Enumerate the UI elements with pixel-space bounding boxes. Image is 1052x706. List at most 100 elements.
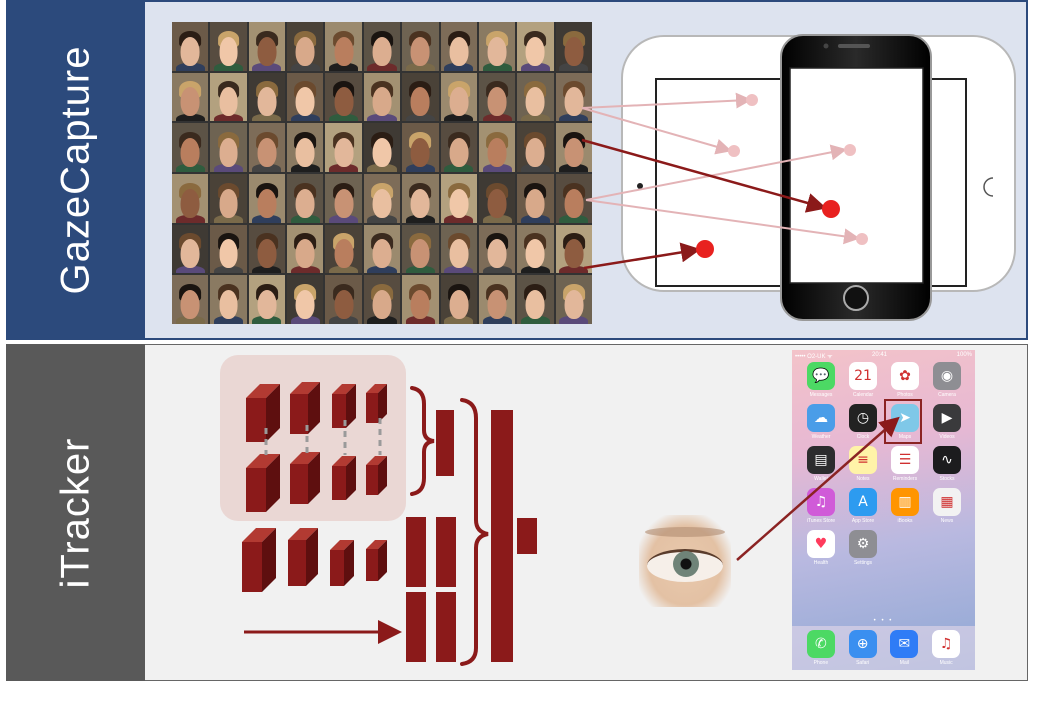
face-shoulders bbox=[559, 62, 589, 71]
app-phone[interactable]: ✆Phone bbox=[800, 630, 842, 666]
face-thumbnail bbox=[555, 174, 592, 223]
app-label: Wallet bbox=[814, 476, 828, 482]
face-shoulders bbox=[482, 164, 512, 172]
app-itunes-store[interactable]: ♫iTunes Store bbox=[800, 488, 842, 524]
face-thumbnail bbox=[248, 224, 286, 274]
face-head bbox=[487, 87, 507, 117]
face-thumbnail bbox=[287, 224, 324, 274]
face-head bbox=[180, 289, 200, 320]
face-thumbnail bbox=[555, 72, 592, 122]
itunes-icon: ♫ bbox=[807, 488, 835, 516]
face-shoulders bbox=[329, 164, 359, 172]
app-photos[interactable]: ✿Photos bbox=[884, 362, 926, 398]
face-shoulders bbox=[290, 62, 320, 71]
app-settings[interactable]: ⚙Settings bbox=[842, 530, 884, 566]
face-shoulders bbox=[405, 214, 435, 223]
face-head bbox=[372, 188, 392, 218]
app-clock[interactable]: ◷Clock bbox=[842, 404, 884, 440]
face-head bbox=[525, 289, 545, 320]
app-label: Camera bbox=[938, 392, 956, 398]
face-thumbnail bbox=[440, 275, 477, 324]
app-mail[interactable]: ✉Mail bbox=[884, 630, 926, 666]
app-label: Calendar bbox=[852, 392, 874, 398]
face-shoulders bbox=[444, 62, 474, 71]
face-shoulders bbox=[252, 214, 282, 223]
face-shoulders bbox=[213, 214, 244, 223]
status-bar: ••••• O2-UK ᯤ 20:41 100% bbox=[792, 351, 975, 361]
face-head bbox=[334, 188, 354, 218]
face-shoulders bbox=[520, 214, 550, 223]
face-thumbnail bbox=[402, 123, 439, 172]
app-messages[interactable]: 💬Messages bbox=[800, 362, 842, 398]
face-thumbnail bbox=[248, 123, 286, 172]
app-label: Weather bbox=[811, 434, 831, 440]
app-label: News bbox=[940, 518, 954, 524]
face-head bbox=[334, 87, 354, 117]
app-music[interactable]: ♫Music bbox=[925, 630, 967, 666]
face-head bbox=[449, 188, 469, 218]
ibooks-icon: ▥ bbox=[891, 488, 919, 516]
face-head bbox=[564, 137, 584, 168]
itracker-label-bar: iTracker bbox=[6, 344, 145, 681]
app-safari[interactable]: ⊕Safari bbox=[842, 630, 884, 666]
face-head bbox=[372, 36, 392, 66]
face-head bbox=[410, 137, 430, 168]
face-thumbnail bbox=[248, 72, 286, 122]
face-thumbnail bbox=[555, 123, 592, 172]
face-shoulders bbox=[559, 113, 589, 122]
app-camera[interactable]: ◉Camera bbox=[926, 362, 968, 398]
app-label: Clock bbox=[856, 434, 870, 440]
face-thumbnail bbox=[363, 224, 401, 274]
face-head bbox=[180, 188, 200, 218]
face-shoulders bbox=[367, 316, 397, 324]
face-head bbox=[487, 188, 507, 218]
face-head bbox=[295, 188, 315, 218]
face-shoulders bbox=[482, 113, 512, 122]
face-thumbnail bbox=[325, 224, 362, 274]
face-thumbnail bbox=[325, 72, 362, 122]
app-reminders[interactable]: ☰Reminders bbox=[884, 446, 926, 482]
face-shoulders bbox=[213, 113, 244, 122]
app-health[interactable]: ♥Health bbox=[800, 530, 842, 566]
face-head bbox=[295, 87, 315, 117]
app-wallet[interactable]: ▤Wallet bbox=[800, 446, 842, 482]
videos-icon: ▶ bbox=[933, 404, 961, 432]
face-shoulders bbox=[213, 265, 244, 274]
face-thumbnail bbox=[210, 275, 247, 324]
face-head bbox=[410, 239, 430, 269]
app-label: Videos bbox=[939, 434, 955, 440]
face-head bbox=[449, 36, 469, 66]
app-label: Maps bbox=[898, 434, 912, 440]
face-thumbnail bbox=[363, 275, 401, 324]
face-thumbnail bbox=[172, 224, 209, 274]
face-shoulders bbox=[175, 62, 205, 71]
face-thumbnail bbox=[478, 224, 516, 274]
app-videos[interactable]: ▶ Videos bbox=[926, 404, 968, 440]
app-notes[interactable]: ≡Notes bbox=[842, 446, 884, 482]
face-thumbnail bbox=[440, 224, 477, 274]
face-thumbnail bbox=[325, 275, 362, 324]
dock: ✆Phone⊕Safari✉Mail♫Music bbox=[792, 626, 975, 670]
face-head bbox=[525, 188, 545, 218]
face-head bbox=[180, 239, 200, 269]
app-stocks[interactable]: ∿Stocks bbox=[926, 446, 968, 482]
face-shoulders bbox=[329, 316, 359, 324]
calendar-icon: 21 bbox=[849, 362, 877, 390]
app-label: Notes bbox=[856, 476, 870, 482]
face-shoulders bbox=[520, 113, 550, 122]
app-ibooks[interactable]: ▥iBooks bbox=[884, 488, 926, 524]
face-thumbnail bbox=[325, 174, 362, 223]
face-shoulders bbox=[290, 113, 320, 122]
face-head bbox=[334, 137, 354, 168]
weather-icon: ☁ bbox=[807, 404, 835, 432]
face-shoulders bbox=[559, 214, 589, 223]
face-shoulders bbox=[367, 113, 397, 122]
app-news[interactable]: ▦News bbox=[926, 488, 968, 524]
face-shoulders bbox=[482, 214, 512, 223]
face-thumbnail bbox=[325, 22, 362, 71]
face-thumbnail bbox=[440, 22, 477, 71]
app-weather[interactable]: ☁ Weather bbox=[800, 404, 842, 440]
